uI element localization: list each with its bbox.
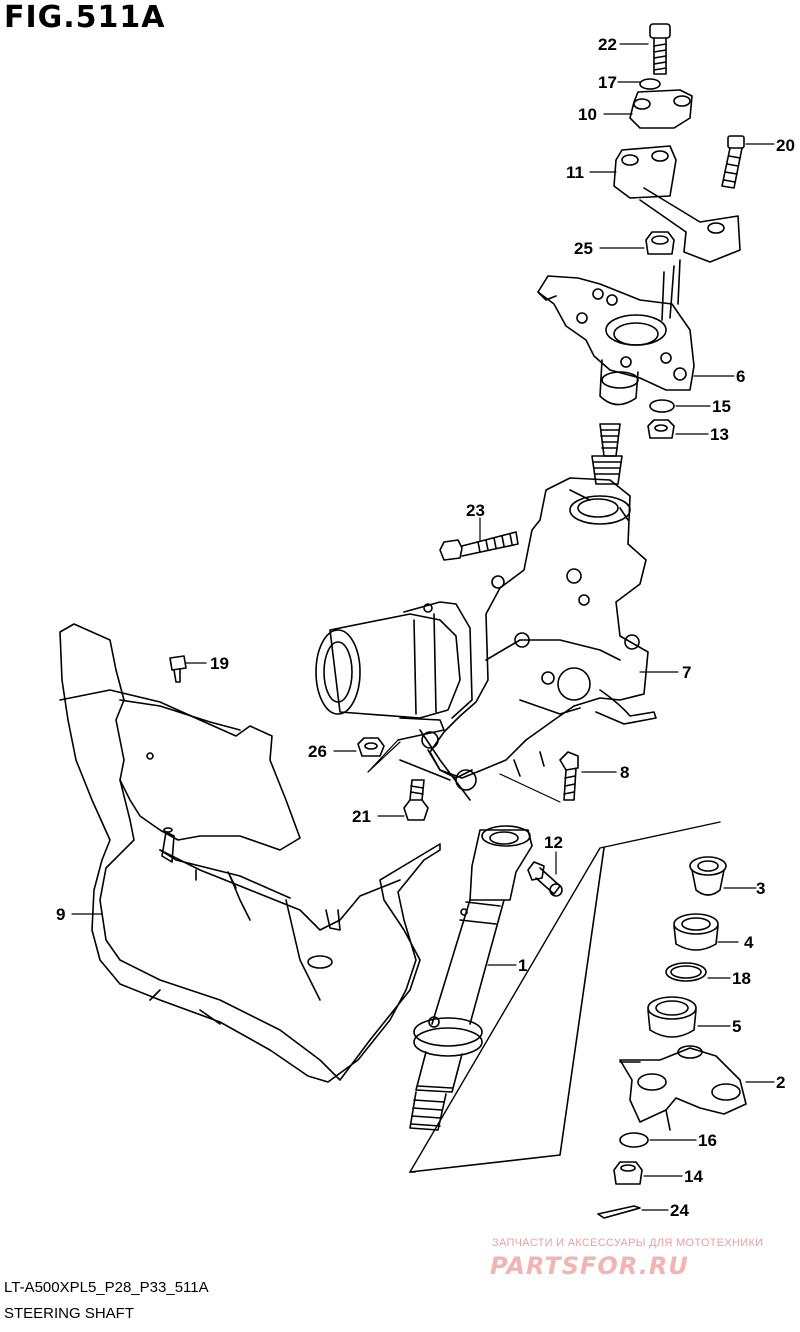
callout-1: 1 — [518, 956, 527, 975]
callout-3: 3 — [756, 879, 765, 898]
nut-13 — [647, 419, 675, 439]
callout-25: 25 — [574, 239, 593, 258]
cotter-pin-24 — [597, 1205, 641, 1219]
oring-18-inner — [670, 965, 702, 979]
plate-6 — [537, 259, 695, 406]
callout-26: 26 — [308, 742, 327, 761]
callout-18: 18 — [732, 969, 751, 988]
leader-8-bracket — [499, 773, 561, 803]
callout-14: 14 — [684, 1167, 703, 1186]
leader-26-a — [367, 739, 401, 773]
column-housing — [399, 477, 657, 801]
clamp-10 — [629, 89, 693, 129]
nut-14 — [613, 1161, 643, 1185]
sheet-title: STEERING SHAFT — [4, 1305, 135, 1322]
watermark-tagline: ЗАПЧАСТИ И АКСЕССУАРЫ ДЛЯ МОТОТЕХНИКИ — [492, 1237, 764, 1249]
steering-shaft-1 — [409, 825, 533, 1131]
callout-23: 23 — [466, 501, 485, 520]
callout-17: 17 — [598, 73, 617, 92]
callout-2: 2 — [776, 1073, 785, 1092]
callout-6: 6 — [736, 367, 745, 386]
washer-17 — [639, 78, 661, 90]
callout-16: 16 — [698, 1131, 717, 1150]
nut-26 — [357, 737, 385, 757]
oring-18 — [665, 962, 707, 982]
bolt-21 — [403, 779, 429, 821]
callout-10: 10 — [578, 105, 597, 124]
callout-21: 21 — [352, 807, 371, 826]
cover-9 — [59, 623, 441, 1083]
callout-20: 20 — [776, 136, 795, 155]
callout-24: 24 — [670, 1201, 689, 1220]
clamp-11 — [613, 145, 741, 263]
clip-19 — [169, 655, 187, 683]
callout-7: 7 — [682, 663, 691, 682]
bearing-5 — [647, 996, 697, 1038]
bracket-line-right — [409, 821, 721, 1173]
callout-22: 22 — [598, 35, 617, 54]
callout-9: 9 — [56, 905, 65, 924]
bracket-lower — [409, 847, 605, 1173]
nut-25 — [645, 231, 675, 255]
callout-13: 13 — [710, 425, 729, 444]
column-spline — [591, 423, 623, 485]
arm-2 — [619, 1045, 747, 1131]
callout-19: 19 — [210, 654, 229, 673]
bearing-4 — [673, 913, 719, 951]
leaders — [71, 43, 775, 1211]
callout-5: 5 — [732, 1017, 741, 1036]
bolt-12 — [527, 861, 563, 897]
callout-12: 12 — [544, 833, 563, 852]
model-code: LT-A500XPL5_P28_P33_511A — [4, 1279, 209, 1296]
figure-title: FIG.511A — [4, 0, 166, 35]
bolt-8 — [559, 751, 579, 801]
washer-15 — [649, 399, 675, 413]
bolt-22 — [649, 23, 671, 75]
bolt-23 — [439, 531, 519, 561]
bushing-3 — [689, 856, 727, 896]
callout-11: 11 — [566, 163, 584, 182]
eps-motor — [315, 601, 473, 741]
callout-8: 8 — [620, 763, 629, 782]
bolt-20 — [721, 135, 745, 189]
washer-16 — [619, 1132, 649, 1148]
callout-4: 4 — [744, 933, 754, 952]
callout-15: 15 — [712, 397, 731, 416]
watermark-brand: PARTSFOR.RU — [490, 1252, 689, 1280]
